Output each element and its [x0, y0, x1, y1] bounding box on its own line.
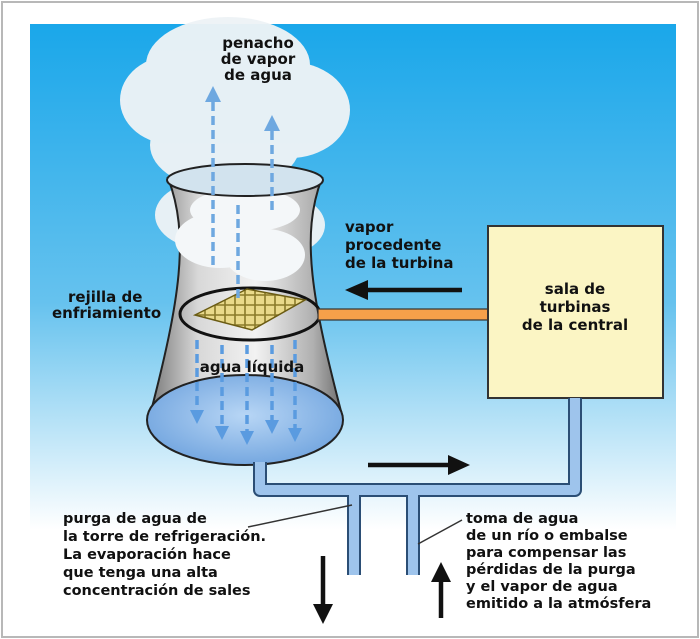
label-line: concentración de sales — [63, 583, 251, 599]
steam-pipe — [317, 308, 491, 321]
label-line: la torre de refrigeración. — [63, 529, 266, 545]
steam-label: vapor procedente de la turbina — [345, 218, 454, 272]
flow-arrow-right — [368, 455, 470, 475]
turbine-room-label: sala de turbinas de la central — [522, 280, 628, 334]
label-line: de vapor — [221, 50, 296, 68]
purge-label: purga de agua de la torre de refrigeraci… — [63, 511, 266, 599]
liquid-arrow-heads — [190, 410, 302, 445]
vapor-arrows — [211, 98, 274, 298]
label-line: penacho — [222, 34, 294, 52]
label-line: de un río o embalse — [466, 528, 628, 544]
label-line: que tenga una alta — [63, 565, 218, 581]
purge-leader-line — [247, 504, 353, 528]
steam-direction-arrow — [345, 280, 462, 300]
intake-leader-line — [417, 519, 463, 545]
label-line: de la turbina — [345, 254, 454, 272]
label-line: vapor — [345, 218, 394, 236]
water-basin — [146, 374, 344, 466]
label-line: de agua — [224, 66, 292, 84]
vapor-arrow-heads — [205, 86, 280, 131]
water-pipes — [253, 398, 582, 575]
inner-steam — [175, 188, 305, 281]
tower-rim — [166, 163, 324, 197]
label-line: rejilla de — [68, 288, 142, 306]
label-line: para compensar las — [466, 545, 626, 561]
liquid-arrows — [195, 340, 297, 435]
purge-arrow-down — [313, 556, 333, 624]
label-line: emitido a la atmósfera — [466, 596, 651, 612]
intake-arrow-up — [431, 562, 451, 618]
label-line: procedente — [345, 236, 441, 254]
label-line: purga de agua de — [63, 511, 207, 527]
liquid-label: agua líquida — [200, 358, 305, 376]
label-line: enfriamiento — [52, 304, 161, 322]
intake-label: toma de agua de un río o embalse para co… — [466, 511, 651, 612]
grid-label: rejilla de enfriamiento — [52, 288, 161, 322]
cooling-grid — [192, 288, 308, 331]
turbine-room — [487, 225, 664, 399]
label-line: de la central — [522, 316, 628, 334]
label-line: pérdidas de la purga — [466, 562, 636, 578]
plume-label: penacho de vapor de agua — [221, 34, 296, 84]
label-line: turbinas — [540, 298, 611, 316]
label-line: y el vapor de agua — [466, 579, 618, 595]
label-line: La evaporación hace — [63, 547, 231, 563]
label-line: toma de agua — [466, 511, 578, 527]
label-line: sala de — [545, 280, 605, 298]
